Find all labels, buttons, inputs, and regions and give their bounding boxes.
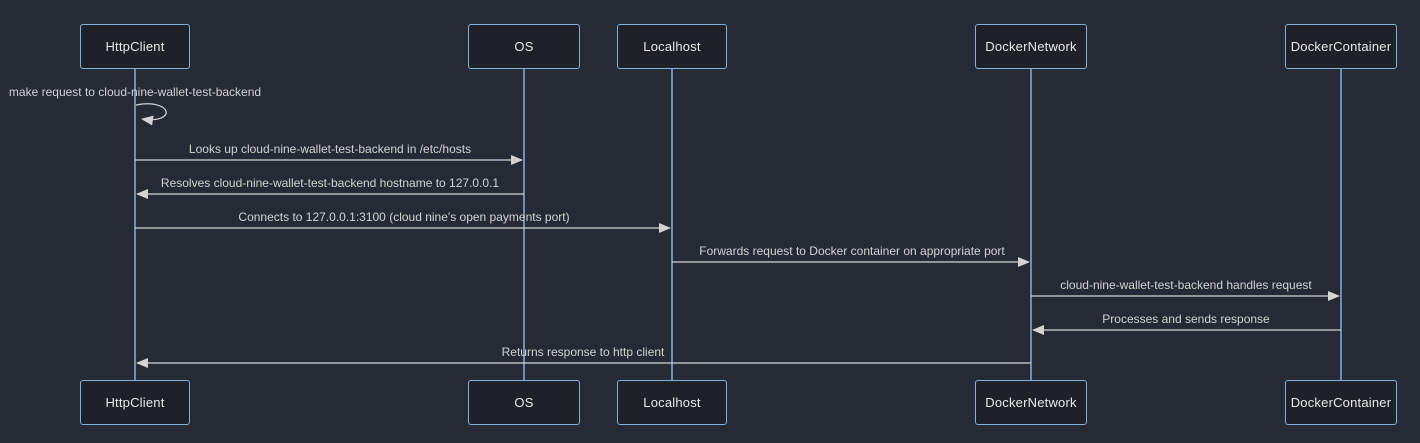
actor-label: DockerNetwork [985, 395, 1077, 410]
message-label-processes: Processes and sends response [1102, 312, 1270, 326]
actor-label: OS [514, 395, 534, 410]
actor-label: OS [514, 39, 534, 54]
actor-dockernetwork-bottom: DockerNetwork [975, 380, 1087, 425]
actor-label: HttpClient [105, 39, 165, 54]
actor-httpclient-top: HttpClient [80, 24, 190, 69]
actor-dockercontainer-top: DockerContainer [1285, 24, 1397, 69]
actor-label: Localhost [643, 395, 701, 410]
actor-label: Localhost [643, 39, 701, 54]
actor-dockernetwork-top: DockerNetwork [975, 24, 1087, 69]
actor-localhost-top: Localhost [617, 24, 727, 69]
actor-dockercontainer-bottom: DockerContainer [1285, 380, 1397, 425]
actor-localhost-bottom: Localhost [617, 380, 727, 425]
actor-httpclient-bottom: HttpClient [80, 380, 190, 425]
message-label-forwards: Forwards request to Docker container on … [699, 244, 1005, 258]
message-label-self-request: make request to cloud-nine-wallet-test-b… [8, 85, 262, 99]
actor-label: DockerContainer [1290, 395, 1392, 410]
self-message-arrow [135, 103, 167, 126]
actor-label: DockerNetwork [985, 39, 1077, 54]
actor-os-bottom: OS [468, 380, 580, 425]
actor-os-top: OS [468, 24, 580, 69]
actor-label: HttpClient [105, 395, 165, 410]
actor-label: DockerContainer [1290, 39, 1392, 54]
message-label-looks-up: Looks up cloud-nine-wallet-test-backend … [188, 142, 472, 156]
message-label-handles: cloud-nine-wallet-test-backend handles r… [1060, 278, 1312, 292]
message-label-resolves: Resolves cloud-nine-wallet-test-backend … [160, 176, 500, 190]
message-label-connects: Connects to 127.0.0.1:3100 (cloud nine's… [238, 210, 570, 224]
message-label-returns: Returns response to http client [501, 345, 665, 359]
